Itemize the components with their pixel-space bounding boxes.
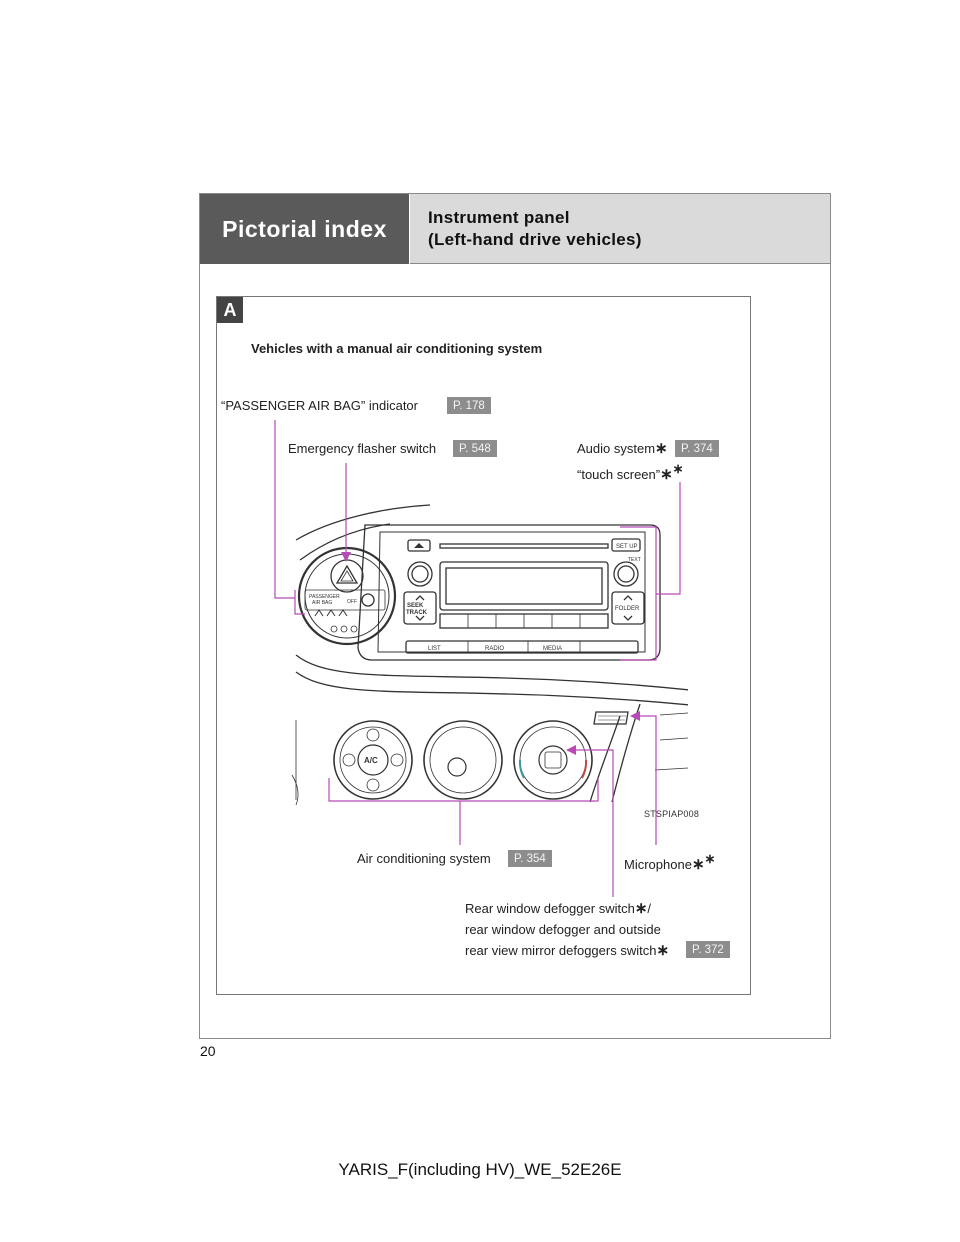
document-footer: YARIS_F(including HV)_WE_52E26E	[338, 1160, 622, 1179]
airbag-off-text: OFF	[347, 599, 357, 605]
rear-defogger-text-3: rear view mirror defoggers switch	[465, 943, 657, 958]
ref-air-conditioning[interactable]: P. 354	[508, 850, 552, 867]
asterisk-mark: ∗	[656, 942, 670, 959]
variant-heading: Vehicles with a manual air conditioning …	[251, 341, 543, 356]
page-number: 20	[200, 1043, 216, 1059]
asterisk-mark: ∗	[660, 466, 673, 483]
page-frame	[199, 193, 831, 1039]
rear-defogger-text-1: Rear window defogger switch	[465, 901, 635, 916]
microphone-text: Microphone	[624, 857, 692, 872]
section-badge: A	[217, 297, 243, 323]
asterisk-mark: ∗	[691, 856, 705, 873]
touch-screen-text: “touch screen”	[577, 467, 661, 482]
label-emergency-flasher: Emergency flasher switch	[288, 441, 437, 456]
label-touch-screen: “touch screen”∗∗	[577, 461, 684, 483]
page-header: Instrument panel (Left-hand drive vehicl…	[410, 194, 830, 264]
text-button-text: TEXT	[628, 557, 641, 563]
airbag-panel-text-1: PASSENGER	[309, 594, 340, 600]
seek-text-1: SEEK	[407, 603, 424, 609]
asterisk-superscript: ∗	[704, 851, 716, 866]
setup-button-text: SET UP	[616, 544, 638, 550]
seek-text-2: TRACK	[406, 610, 428, 616]
radio-button-text: RADIO	[485, 646, 504, 652]
page-title-line2: (Left-hand drive vehicles)	[428, 230, 642, 249]
ac-button-text: A/C	[364, 756, 378, 765]
section-tab: Pictorial index	[200, 194, 409, 264]
label-rear-defogger-2: rear window defogger and outside	[465, 922, 661, 937]
slash-text: /	[647, 901, 652, 916]
media-button-text: MEDIA	[543, 646, 562, 652]
illustration-panel	[216, 296, 751, 995]
label-microphone: Microphone∗∗	[624, 851, 715, 873]
asterisk-mark: ∗	[634, 900, 648, 917]
instrument-panel-illustration: PASSENGER AIR BAG OFF SET UP TEXT SEEK T…	[291, 504, 688, 806]
ref-passenger-airbag[interactable]: P. 178	[447, 397, 491, 414]
image-code: STSPIAP008	[644, 809, 700, 819]
audio-system-text: Audio system	[577, 441, 656, 456]
label-passenger-airbag: “PASSENGER AIR BAG” indicator	[221, 398, 418, 413]
ref-rear-defogger[interactable]: P. 372	[686, 941, 730, 958]
page-title-line1: Instrument panel	[428, 208, 570, 227]
ref-emergency-flasher[interactable]: P. 548	[453, 440, 497, 457]
label-rear-defogger-1: Rear window defogger switch∗/	[465, 901, 651, 917]
ref-audio-system[interactable]: P. 374	[675, 440, 719, 457]
asterisk-superscript: ∗	[672, 461, 684, 476]
label-audio-system: Audio system∗	[577, 441, 668, 457]
label-air-conditioning: Air conditioning system	[357, 851, 491, 866]
airbag-panel-text-2: AIR BAG	[312, 600, 332, 606]
list-button-text: LIST	[428, 646, 441, 652]
asterisk-mark: ∗	[655, 440, 668, 457]
label-rear-defogger-3: rear view mirror defoggers switch∗	[465, 943, 669, 959]
section-title: Pictorial index	[222, 215, 387, 242]
folder-text: FOLDER	[615, 606, 640, 612]
